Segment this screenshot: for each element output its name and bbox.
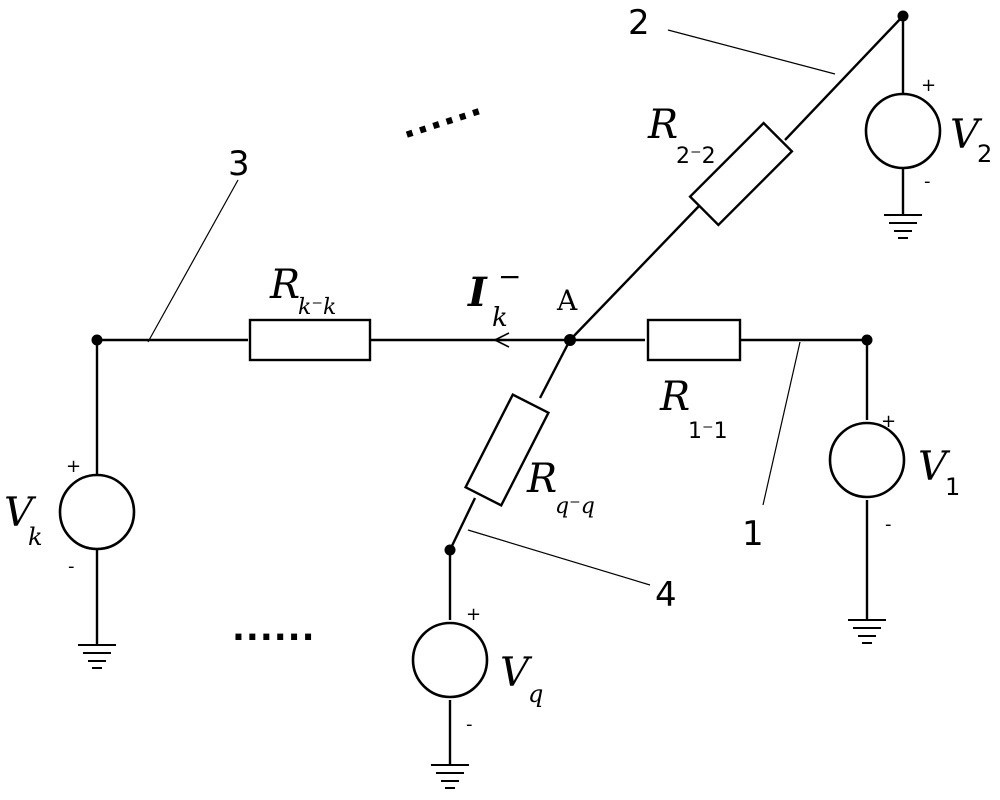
plus-sign-k: + (66, 456, 81, 477)
ground-icon-q (431, 764, 469, 789)
resistor-label-q: R q⁻q (526, 456, 595, 519)
source-label-q-sub: q (528, 680, 543, 708)
branch-number-2: 2 (628, 3, 650, 43)
wire-A-to-res2 (569, 204, 701, 341)
source-label-k-main: V (4, 490, 37, 536)
plus-sign-2: + (921, 75, 936, 96)
current-symbol: I (467, 269, 488, 316)
branch-number-3: 3 (228, 144, 250, 184)
ellipsis-upper: ...... (395, 83, 487, 147)
source-label-k: V k (4, 490, 43, 551)
current-subscript: k (492, 303, 508, 333)
node-label-A: A (556, 284, 578, 317)
voltage-source-1 (828, 421, 906, 499)
ellipsis-lower: ...... (232, 609, 316, 649)
wire-A-to-resq (538, 339, 572, 399)
source-label-1: V 1 (918, 444, 960, 501)
source-label-k-sub: k (28, 523, 43, 551)
resistor-label-k: R k⁻k (269, 262, 336, 320)
resistor-label-2-main: R (647, 102, 678, 148)
leader-line-1 (762, 341, 801, 506)
voltage-source-k (58, 473, 136, 551)
wire-res2-to-node2 (784, 15, 904, 141)
resistor-label-q-sub: q⁻q (555, 494, 595, 519)
source-label-q: V q (500, 650, 543, 708)
ground-icon-2 (884, 214, 922, 239)
source-label-2: V 2 (950, 112, 992, 168)
current-label: I − k (467, 260, 521, 333)
resistor-k (248, 318, 372, 362)
minus-sign-k: - (68, 556, 75, 577)
plus-sign-q: + (466, 604, 481, 625)
minus-sign-1: - (885, 514, 892, 535)
wire-resq-to-node4 (448, 497, 477, 551)
source-label-2-main: V (950, 112, 983, 158)
node-1 (861, 334, 873, 346)
node-3 (91, 334, 103, 346)
plus-sign-1: + (881, 411, 896, 432)
leader-line-3 (147, 179, 239, 343)
branch-number-4: 4 (655, 575, 677, 615)
voltage-source-q (411, 621, 489, 699)
current-superscript: − (498, 260, 521, 293)
resistor-1 (646, 318, 742, 362)
resistor-label-q-main: R (526, 456, 557, 502)
resistor-2 (688, 121, 794, 227)
node-2 (897, 10, 909, 22)
resistor-label-1-sub: 1⁻1 (688, 419, 728, 444)
leader-line-4 (467, 529, 651, 586)
node-4 (444, 544, 456, 556)
resistor-label-k-main: R (269, 262, 300, 308)
resistor-label-1: R 1⁻1 (659, 374, 728, 444)
resistor-label-2: R 2⁻2 (647, 102, 716, 169)
source-label-1-main: V (918, 444, 951, 490)
minus-sign-2: - (924, 171, 931, 192)
resistor-q (463, 392, 551, 508)
source-label-1-sub: 1 (945, 473, 960, 501)
voltage-source-2 (864, 92, 942, 170)
leader-line-2 (667, 29, 836, 75)
current-arrow-icon (494, 332, 510, 348)
branch-number-1: 1 (742, 514, 764, 554)
node-A (564, 334, 576, 346)
ground-icon-1 (848, 619, 886, 644)
source-label-2-sub: 2 (977, 140, 992, 168)
minus-sign-q: - (466, 714, 473, 735)
source-label-q-main: V (500, 650, 533, 696)
ground-icon-k (78, 644, 116, 669)
resistor-label-2-sub: 2⁻2 (676, 144, 716, 169)
resistor-label-k-sub: k⁻k (298, 295, 336, 320)
resistor-label-1-main: R (659, 374, 690, 420)
